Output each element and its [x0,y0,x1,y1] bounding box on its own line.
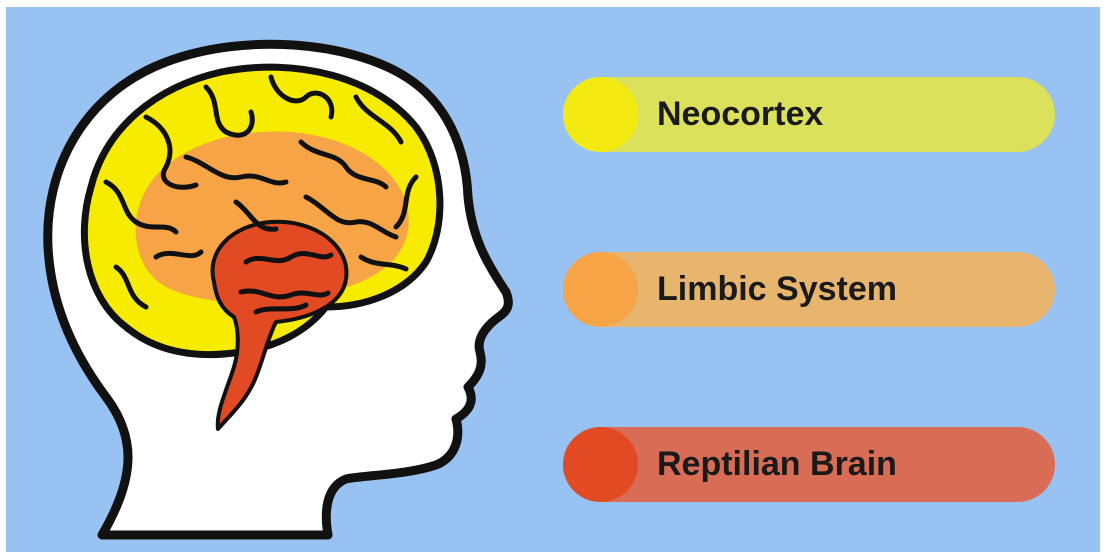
neocortex-color-dot [563,77,638,152]
legend-label-reptilian-brain: Reptilian Brain [657,427,897,502]
legend-item-reptilian-brain: Reptilian Brain [563,427,1055,502]
triune-brain-diagram: Neocortex Limbic System Reptilian Brain [6,7,1100,552]
legend-label-limbic-system: Limbic System [657,252,897,327]
legend-label-neocortex: Neocortex [657,77,823,152]
limbic-system-color-dot [563,252,638,327]
reptilian-brain-color-dot [563,427,638,502]
legend-item-neocortex: Neocortex [563,77,1055,152]
legend-item-limbic-system: Limbic System [563,252,1055,327]
